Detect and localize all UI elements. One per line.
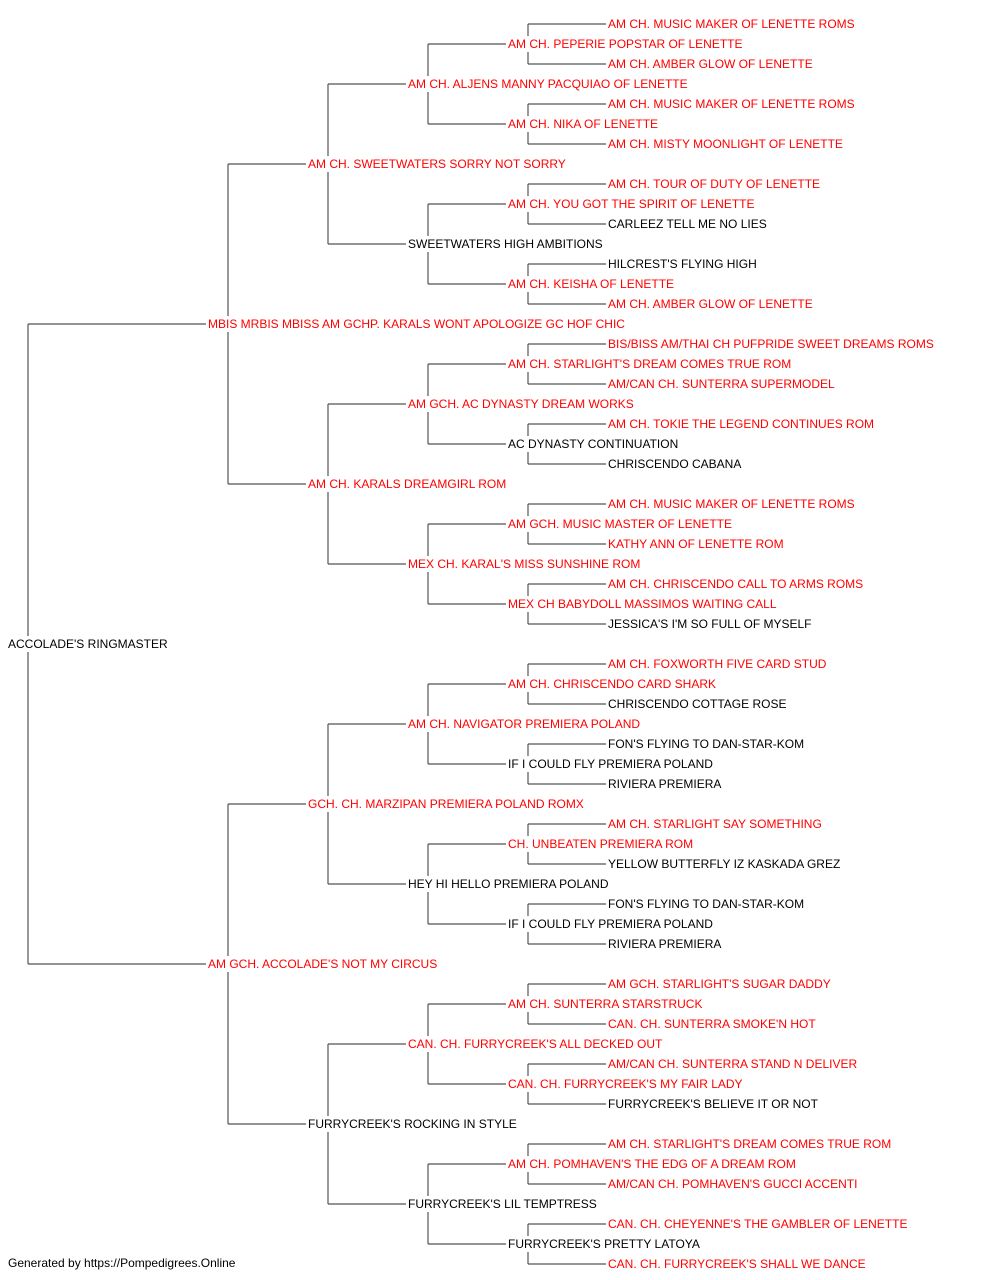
ancestor-name: AM CH. TOUR OF DUTY OF LENETTE [608,177,820,191]
ancestor-name: AM GCH. ACCOLADE'S NOT MY CIRCUS [208,957,437,971]
ancestor-name: AM CH. KARALS DREAMGIRL ROM [308,477,506,491]
ancestor-name: AM CH. STARLIGHT'S DREAM COMES TRUE ROM [608,1137,891,1151]
ancestor-name: JESSICA'S I'M SO FULL OF MYSELF [608,617,812,631]
ancestor-name: AM CH. MUSIC MAKER OF LENETTE ROMS [608,97,855,111]
ancestor-name: CAN. CH. CHEYENNE'S THE GAMBLER OF LENET… [608,1217,907,1231]
ancestor-name: AM CH. PEPERIE POPSTAR OF LENETTE [508,37,743,51]
ancestor-name: AM CH. CHRISCENDO CARD SHARK [508,677,716,691]
ancestor-name: IF I COULD FLY PREMIERA POLAND [508,757,713,771]
ancestor-name: HEY HI HELLO PREMIERA POLAND [408,877,609,891]
pedigree-connectors [27,23,606,1265]
ancestor-name: IF I COULD FLY PREMIERA POLAND [508,917,713,931]
ancestor-name: AM CH. MISTY MOONLIGHT OF LENETTE [608,137,843,151]
ancestor-name: FON'S FLYING TO DAN-STAR-KOM [608,897,804,911]
ancestor-name: AM CH. NIKA OF LENETTE [508,117,658,131]
ancestor-name: AM GCH. AC DYNASTY DREAM WORKS [408,397,634,411]
ancestor-name: AM CH. ALJENS MANNY PACQUIAO OF LENETTE [408,77,688,91]
ancestor-name: AM CH. SUNTERRA STARSTRUCK [508,997,702,1011]
ancestor-name: AM CH. AMBER GLOW OF LENETTE [608,297,813,311]
ancestor-name: HILCREST'S FLYING HIGH [608,257,757,271]
ancestor-name: CARLEEZ TELL ME NO LIES [608,217,767,231]
ancestor-name: AM CH. STARLIGHT'S DREAM COMES TRUE ROM [508,357,791,371]
ancestor-name: MEX CH. KARAL'S MISS SUNSHINE ROM [408,557,640,571]
ancestor-name: KATHY ANN OF LENETTE ROM [608,537,784,551]
ancestor-name: AM/CAN CH. SUNTERRA STAND N DELIVER [608,1057,857,1071]
ancestor-name: MEX CH BABYDOLL MASSIMOS WAITING CALL [508,597,777,611]
ancestor-name: AM CH. MUSIC MAKER OF LENETTE ROMS [608,497,855,511]
ancestor-name: FON'S FLYING TO DAN-STAR-KOM [608,737,804,751]
ancestor-name: FURRYCREEK'S PRETTY LATOYA [508,1237,700,1251]
ancestor-name: AM CH. STARLIGHT SAY SOMETHING [608,817,822,831]
ancestor-name: AM GCH. MUSIC MASTER OF LENETTE [508,517,732,531]
ancestor-name: CHRISCENDO CABANA [608,457,741,471]
ancestor-name: FURRYCREEK'S ROCKING IN STYLE [308,1117,517,1131]
ancestor-name: AM CH. SWEETWATERS SORRY NOT SORRY [308,157,566,171]
ancestor-name: CAN. CH. FURRYCREEK'S MY FAIR LADY [508,1077,743,1091]
ancestor-name: CHRISCENDO COTTAGE ROSE [608,697,786,711]
ancestor-name: RIVIERA PREMIERA [608,777,721,791]
ancestor-name: FURRYCREEK'S BELIEVE IT OR NOT [608,1097,819,1111]
ancestor-name: CAN. CH. FURRYCREEK'S ALL DECKED OUT [408,1037,663,1051]
subject-name: ACCOLADE'S RINGMASTER [8,637,168,651]
ancestor-name: AM CH. NAVIGATOR PREMIERA POLAND [408,717,640,731]
ancestor-name: BIS/BISS AM/THAI CH PUFPRIDE SWEET DREAM… [608,337,934,351]
ancestor-name: AM CH. POMHAVEN'S THE EDG OF A DREAM ROM [508,1157,796,1171]
ancestor-name: AM/CAN CH. POMHAVEN'S GUCCI ACCENTI [608,1177,857,1191]
ancestor-name: CAN. CH. FURRYCREEK'S SHALL WE DANCE [608,1257,866,1271]
ancestor-name: AM CH. KEISHA OF LENETTE [508,277,674,291]
ancestor-name: AM CH. AMBER GLOW OF LENETTE [608,57,813,71]
ancestor-name: AM CH. MUSIC MAKER OF LENETTE ROMS [608,17,855,31]
ancestor-name: AM CH. FOXWORTH FIVE CARD STUD [608,657,827,671]
ancestor-name: AM CH. TOKIE THE LEGEND CONTINUES ROM [608,417,874,431]
ancestor-name: GCH. CH. MARZIPAN PREMIERA POLAND ROMX [308,797,584,811]
ancestor-name: AM CH. YOU GOT THE SPIRIT OF LENETTE [508,197,755,211]
ancestor-name: YELLOW BUTTERFLY IZ KASKADA GREZ [608,857,840,871]
ancestor-name: AC DYNASTY CONTINUATION [508,437,678,451]
ancestor-name: SWEETWATERS HIGH AMBITIONS [408,237,603,251]
ancestor-name: CH. UNBEATEN PREMIERA ROM [508,837,693,851]
ancestor-name: AM/CAN CH. SUNTERRA SUPERMODEL [608,377,835,391]
ancestor-name: AM CH. CHRISCENDO CALL TO ARMS ROMS [608,577,863,591]
pedigree-labels: ACCOLADE'S RINGMASTER MBIS MRBIS MBISS AM… [8,17,934,1271]
ancestor-name: CAN. CH. SUNTERRA SMOKE'N HOT [608,1017,816,1031]
footer-credit: Generated by https://Pompedigrees.Online [8,1256,236,1270]
ancestor-name: FURRYCREEK'S LIL TEMPTRESS [408,1197,597,1211]
ancestor-name: RIVIERA PREMIERA [608,937,721,951]
ancestor-name: AM GCH. STARLIGHT'S SUGAR DADDY [608,977,831,991]
ancestor-name: MBIS MRBIS MBISS AM GCHP. KARALS WONT AP… [208,317,625,331]
